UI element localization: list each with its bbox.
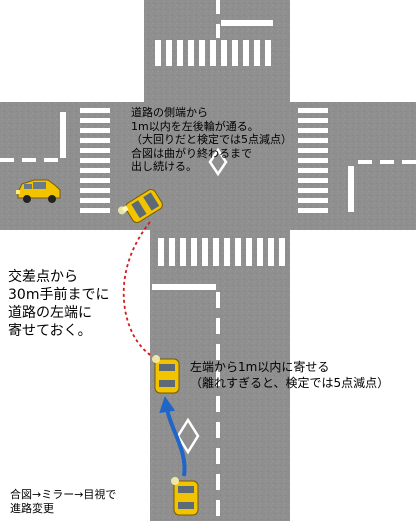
crosswalk-left (80, 108, 110, 213)
car-side-view-icon (16, 179, 61, 203)
car-top-view-icon (171, 477, 199, 516)
stop-line-right (348, 166, 354, 212)
car-top-view-icon (152, 355, 180, 394)
stop-line-left (60, 112, 66, 158)
center-line-top (216, 0, 220, 38)
signal-rule-note: 合図→ミラー→目視で 進路変更 (10, 488, 117, 515)
horizontal-road (0, 102, 416, 230)
diamond-crosswalk-ahead-icon (208, 147, 228, 177)
crosswalk-top (155, 40, 271, 66)
car-top-view-icon (117, 189, 163, 223)
curved-arrow-icon (159, 396, 187, 477)
center-line-right (358, 160, 416, 164)
center-line-bottom (216, 292, 220, 516)
crosswalk-bottom (158, 238, 285, 266)
crosswalk-right (298, 108, 328, 213)
edge-rule-note: 左端から1m以内に寄せる （離れすぎると、検定では5点減点） (190, 360, 390, 390)
stop-line-top (221, 20, 273, 26)
approach-rule-note: 交差点から 30m手前までに 道路の左端に 寄せておく。 (8, 269, 110, 339)
stop-line-bottom (152, 284, 216, 290)
turn-rule-note: 道路の側端から 1m以内を左後輪が通る。 （大回りだと検定では5点減点） 合図は… (131, 106, 292, 173)
turn-path (122, 221, 161, 361)
diamond-crosswalk-ahead-icon (176, 417, 200, 455)
center-line-left (0, 158, 58, 162)
